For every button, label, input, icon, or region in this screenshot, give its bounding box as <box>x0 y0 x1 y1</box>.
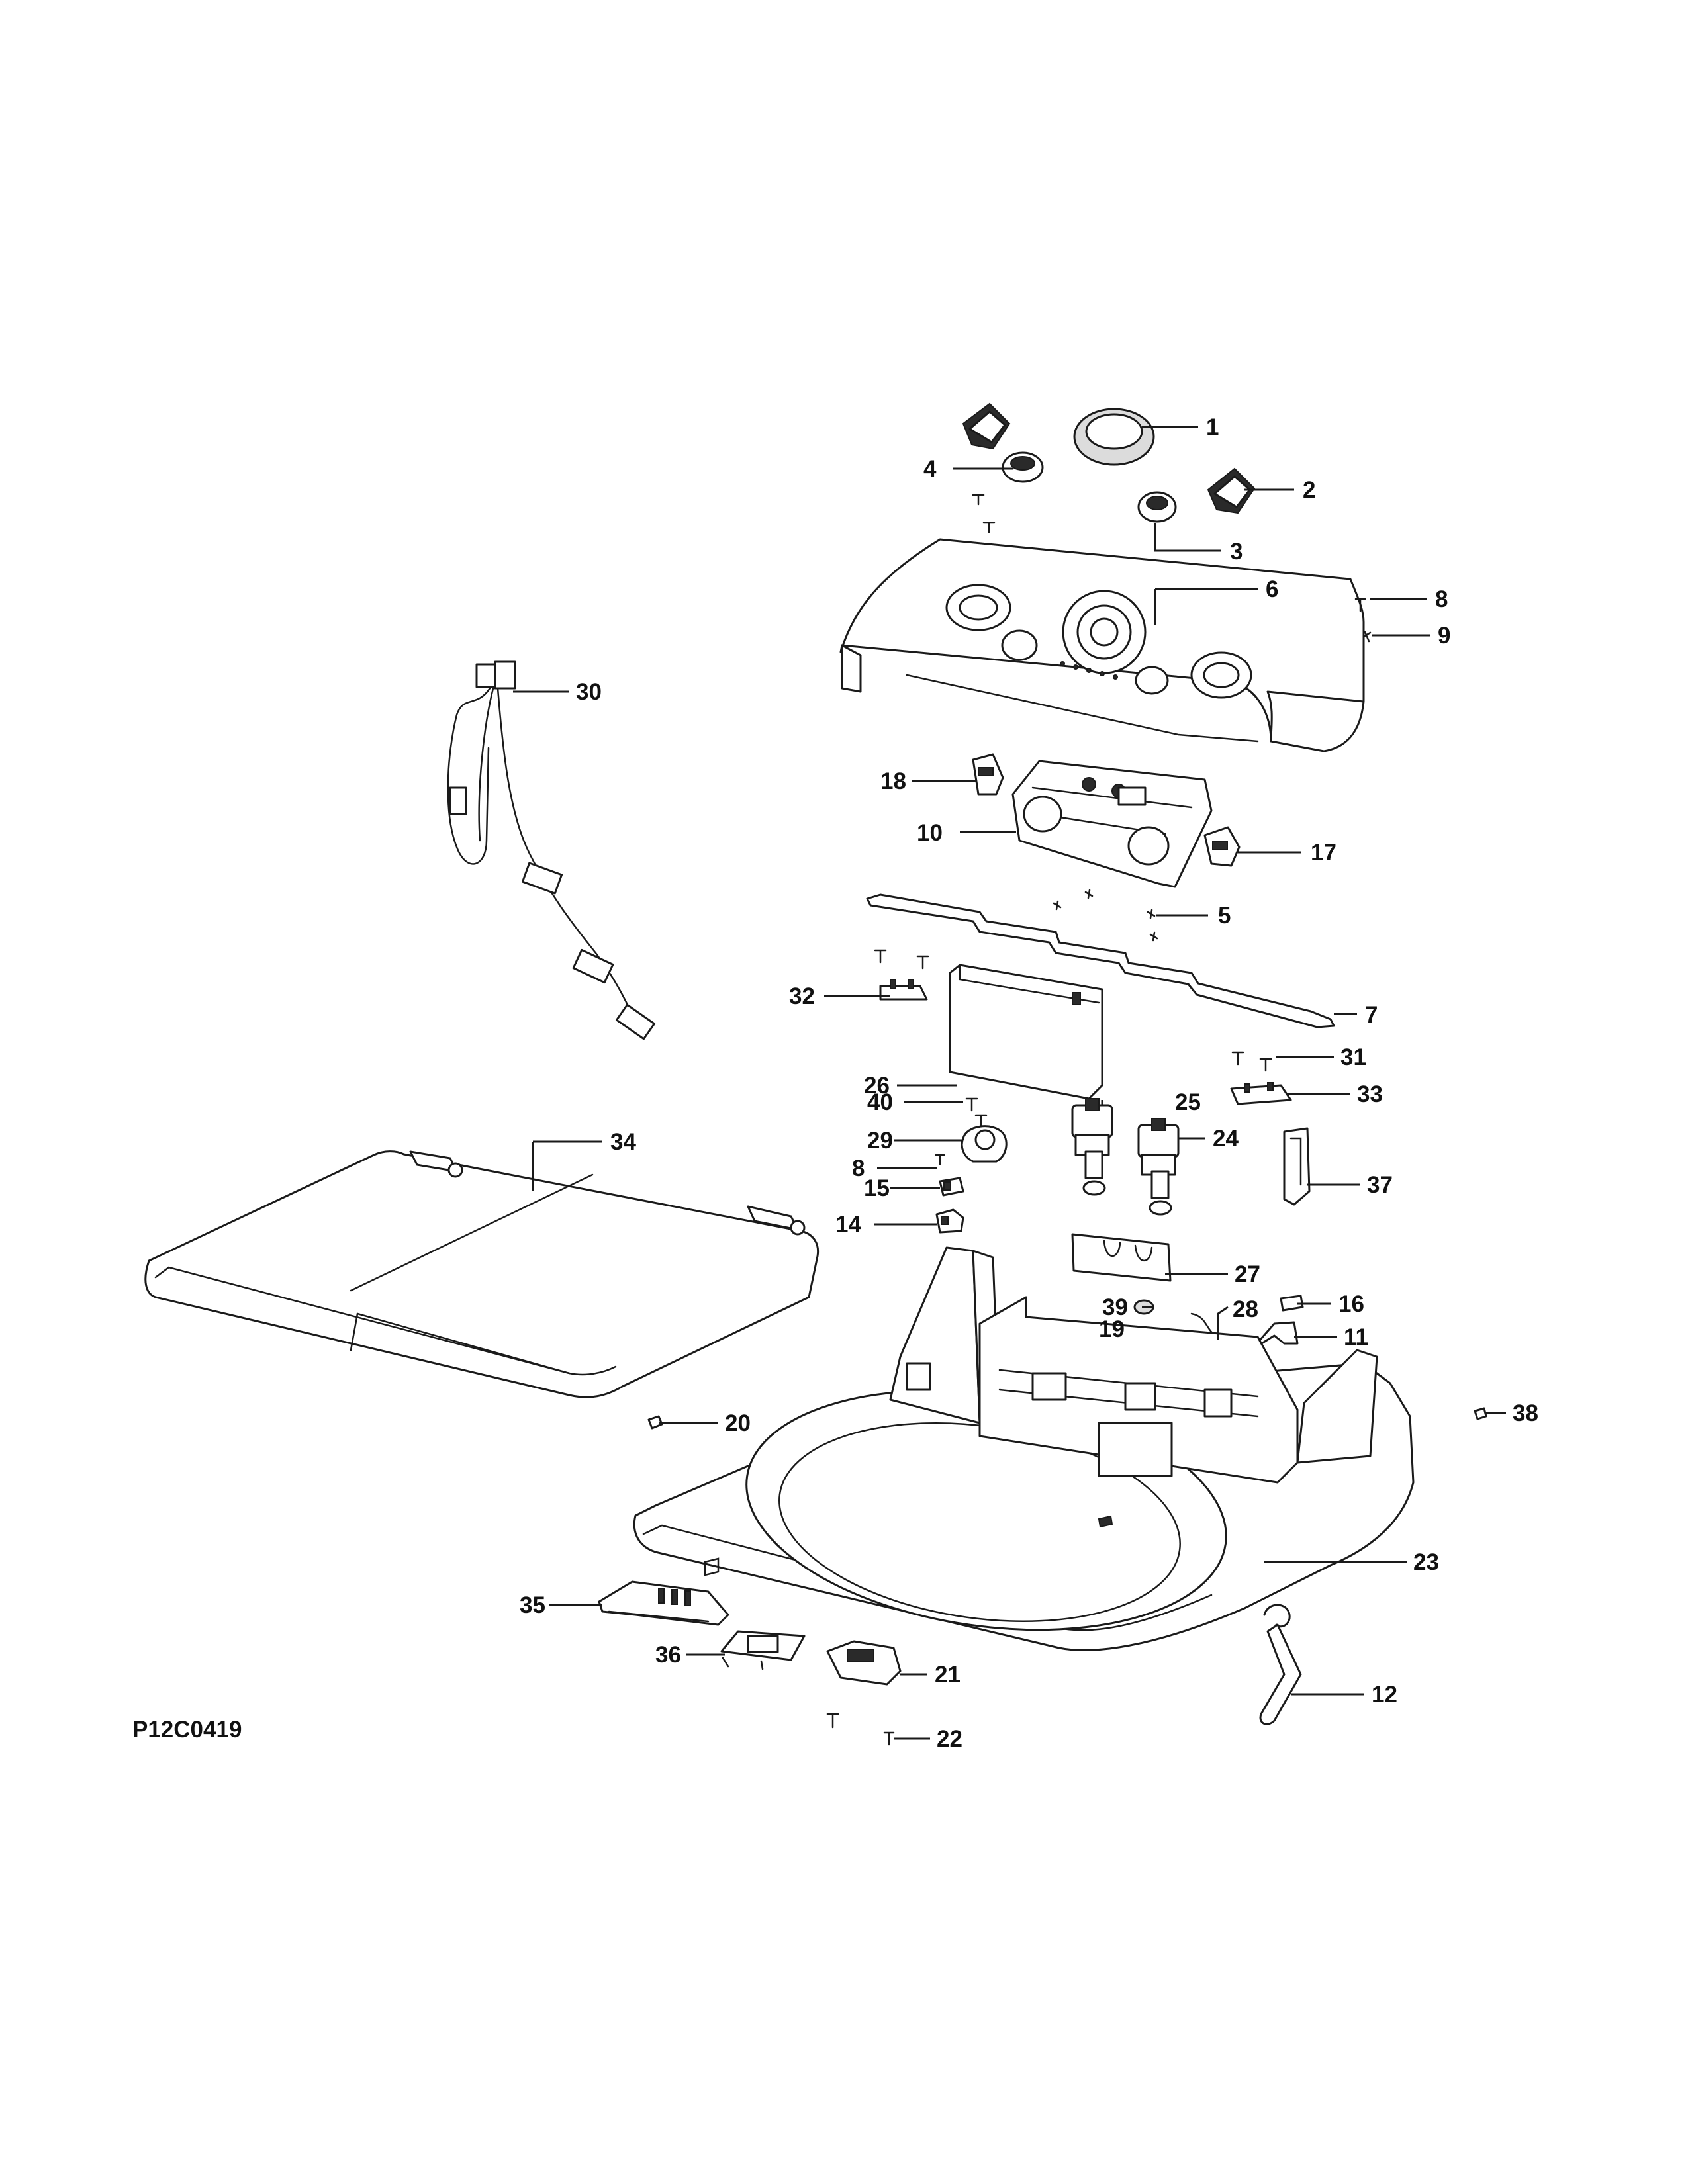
callout-22: 22 <box>937 1726 962 1752</box>
callout-3: 3 <box>1230 539 1243 565</box>
callout-31: 31 <box>1340 1044 1366 1070</box>
callout-1: 1 <box>1206 414 1219 440</box>
callout-26: 26 <box>864 1073 890 1099</box>
control-board-part <box>1011 760 1213 888</box>
control-console-part <box>839 538 1365 752</box>
callout-36: 36 <box>655 1642 681 1668</box>
callout-14: 14 <box>835 1212 861 1238</box>
dispenser-box-part <box>949 964 1103 1100</box>
callout-6: 6 <box>1266 576 1278 602</box>
bracket-32-part <box>874 949 929 1001</box>
baffle-27-part <box>1071 1233 1172 1282</box>
callout-11: 11 <box>1344 1324 1368 1350</box>
pressure-switch-cluster <box>935 1097 1008 1234</box>
water-valve-25-part <box>1071 1098 1113 1196</box>
callout-25: 25 <box>1175 1089 1201 1115</box>
callout-23: 23 <box>1413 1549 1439 1575</box>
screw-parts-5 <box>1053 889 1158 942</box>
callout-38: 38 <box>1513 1400 1538 1426</box>
callout-20: 20 <box>725 1410 751 1436</box>
screw-parts-right <box>1354 598 1372 643</box>
lid-part <box>144 1150 820 1398</box>
screw-38-part <box>1474 1407 1487 1420</box>
callout-37: 37 <box>1367 1172 1393 1198</box>
latch-21-part <box>826 1640 902 1686</box>
callout-8-top: 8 <box>1435 586 1448 612</box>
callout-18: 18 <box>880 768 906 794</box>
wire-harness-part <box>447 660 656 1040</box>
callout-33: 33 <box>1357 1081 1383 1107</box>
callout-2: 2 <box>1303 477 1315 503</box>
callout-19: 19 <box>1099 1316 1125 1342</box>
callout-4: 4 <box>923 456 937 482</box>
callout-12: 12 <box>1372 1682 1397 1707</box>
callout-7: 7 <box>1365 1002 1378 1028</box>
diagram-id-label: P12C0419 <box>132 1717 242 1743</box>
top-panel-part <box>633 1246 1415 1651</box>
bracket-33-part <box>1230 1051 1292 1105</box>
switch-16-part <box>1280 1295 1304 1312</box>
screw-parts-22 <box>826 1713 895 1746</box>
bracket-11-part <box>1250 1321 1299 1351</box>
trim-strip-part <box>866 893 1335 1028</box>
dispenser-housing-35-part <box>598 1580 729 1626</box>
callout-40: 40 <box>867 1089 893 1115</box>
callout-34: 34 <box>610 1129 636 1155</box>
callout-27: 27 <box>1235 1261 1260 1287</box>
callout-30: 30 <box>576 679 602 705</box>
callout-29: 29 <box>867 1128 893 1154</box>
connector-18-part <box>972 753 1004 796</box>
callout-28: 28 <box>1233 1297 1258 1322</box>
drawer-36-part <box>720 1630 806 1670</box>
callout-32: 32 <box>789 983 815 1009</box>
callout-24: 24 <box>1213 1126 1239 1152</box>
callout-39: 39 <box>1102 1295 1128 1320</box>
actuator-12-part <box>1259 1604 1302 1725</box>
callout-8-left: 8 <box>852 1156 865 1181</box>
callout-17: 17 <box>1311 840 1336 866</box>
callout-16: 16 <box>1338 1291 1364 1317</box>
callout-21: 21 <box>935 1662 961 1688</box>
callout-labels: 1 2 3 4 5 6 7 8 9 10 11 12 14 15 16 17 1… <box>520 414 1538 1752</box>
water-valve-24-part <box>1137 1118 1180 1216</box>
callout-9: 9 <box>1438 623 1450 649</box>
callout-5: 5 <box>1218 903 1231 929</box>
connector-17-part <box>1203 826 1241 867</box>
leader-lines <box>513 426 1506 1740</box>
clip-20-part <box>647 1415 663 1430</box>
callout-10: 10 <box>917 820 943 846</box>
knob-parts <box>962 402 1256 533</box>
callout-35: 35 <box>520 1592 545 1618</box>
callout-15: 15 <box>864 1175 890 1201</box>
clip-37-part <box>1283 1127 1311 1206</box>
